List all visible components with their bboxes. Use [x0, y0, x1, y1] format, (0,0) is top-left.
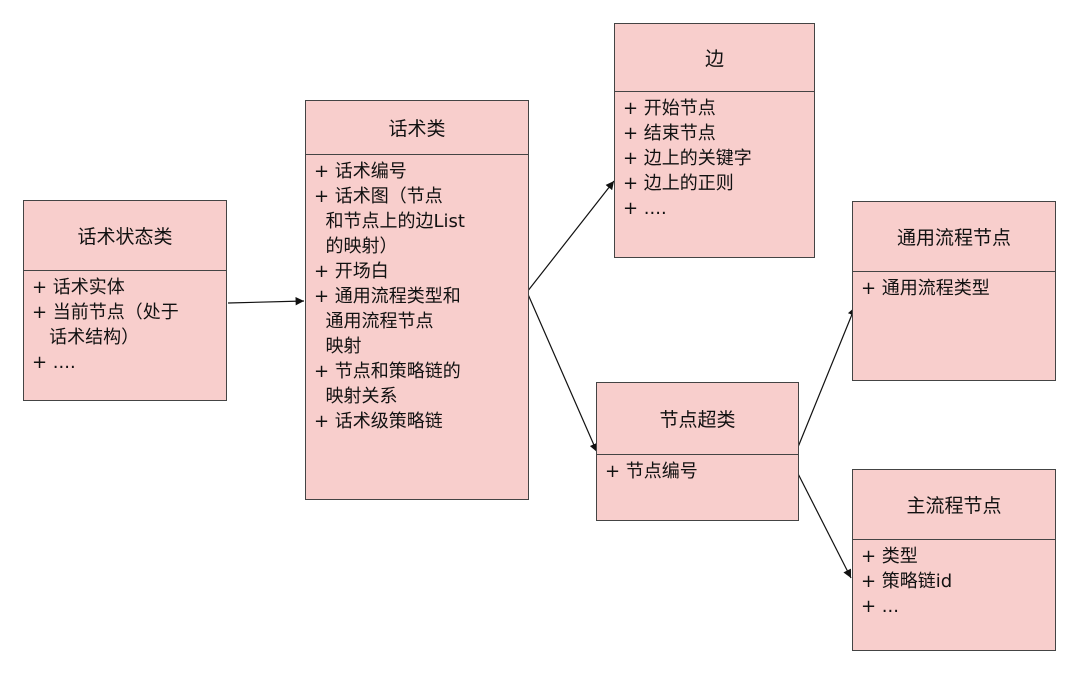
arrow-script-to-node	[526, 291, 598, 453]
class-attribute: + ....	[32, 352, 76, 373]
class-box-common[interactable]: 通用流程节点 + 通用流程类型	[852, 201, 1056, 381]
class-box-node[interactable]: 节点超类 + 节点编号	[596, 382, 799, 521]
class-box-script[interactable]: 话术类+ 话术编号+ 话术图（节点 和节点上的边List 的映射）+ 开场白+ …	[305, 100, 529, 500]
class-attribute: + 当前节点（处于	[32, 302, 179, 323]
arrow-script-to-edge	[526, 180, 615, 293]
class-title: 通用流程节点	[853, 202, 1055, 272]
class-attribute: + 边上的正则	[623, 173, 734, 194]
class-attribute: + 通用流程类型	[861, 278, 990, 299]
class-attribute: 映射	[314, 336, 362, 357]
class-attribute: + ....	[623, 198, 667, 219]
class-box-state[interactable]: 话术状态类 + 话术实体 + 当前节点（处于 话术结构） + ....	[23, 200, 227, 401]
class-attribute: + 话术编号	[314, 161, 407, 182]
class-attribute: + 策略链id	[861, 571, 953, 592]
class-attributes: + 话术实体 + 当前节点（处于 话术结构） + ....	[24, 271, 226, 375]
class-title: 主流程节点	[853, 470, 1055, 540]
class-attribute: + ...	[861, 596, 899, 617]
class-attributes: + 类型 + 策略链id + ...	[853, 540, 1055, 619]
class-attribute: 话术结构）	[32, 327, 140, 348]
class-title: 节点超类	[597, 383, 798, 455]
class-attribute: + 开场白	[314, 261, 389, 282]
class-attribute: + 类型	[861, 546, 918, 567]
class-title: 话术状态类	[24, 201, 226, 271]
class-attribute: + 开始节点	[623, 98, 716, 119]
class-attributes: + 开始节点 + 结束节点 + 边上的关键字 + 边上的正则 + ....	[615, 92, 814, 221]
class-attribute: + 话术图（节点	[314, 186, 443, 207]
class-attributes: + 节点编号	[597, 455, 798, 484]
class-attribute: + 结束节点	[623, 123, 716, 144]
class-title: 话术类	[306, 101, 528, 155]
arrow-state-to-script	[227, 297, 305, 306]
class-attribute: + 话术实体	[32, 277, 125, 298]
class-attribute: + 边上的关键字	[623, 148, 752, 169]
class-attribute: 通用流程节点	[314, 311, 434, 332]
class-box-edge[interactable]: 边 + 开始节点 + 结束节点 + 边上的关键字 + 边上的正则 + ....	[614, 23, 815, 258]
class-attribute: 和节点上的边List	[314, 211, 465, 232]
class-attribute: + 话术级策略链	[314, 411, 443, 432]
class-box-main[interactable]: 主流程节点 + 类型 + 策略链id + ...	[852, 469, 1056, 651]
class-attribute: 的映射）	[314, 236, 398, 257]
arrow-node-to-common	[795, 306, 856, 453]
class-title: 边	[615, 24, 814, 92]
class-attribute: 映射关系	[314, 386, 398, 407]
class-attribute: + 节点编号	[605, 461, 698, 482]
class-attributes: + 通用流程类型	[853, 272, 1055, 301]
class-attributes: + 话术编号 + 话术图（节点 和节点上的边List 的映射） + 开场白 + 通用流…	[306, 155, 528, 434]
class-attribute: + 通用流程类型和	[314, 286, 461, 307]
class-attribute: + 节点和策略链的	[314, 361, 461, 382]
